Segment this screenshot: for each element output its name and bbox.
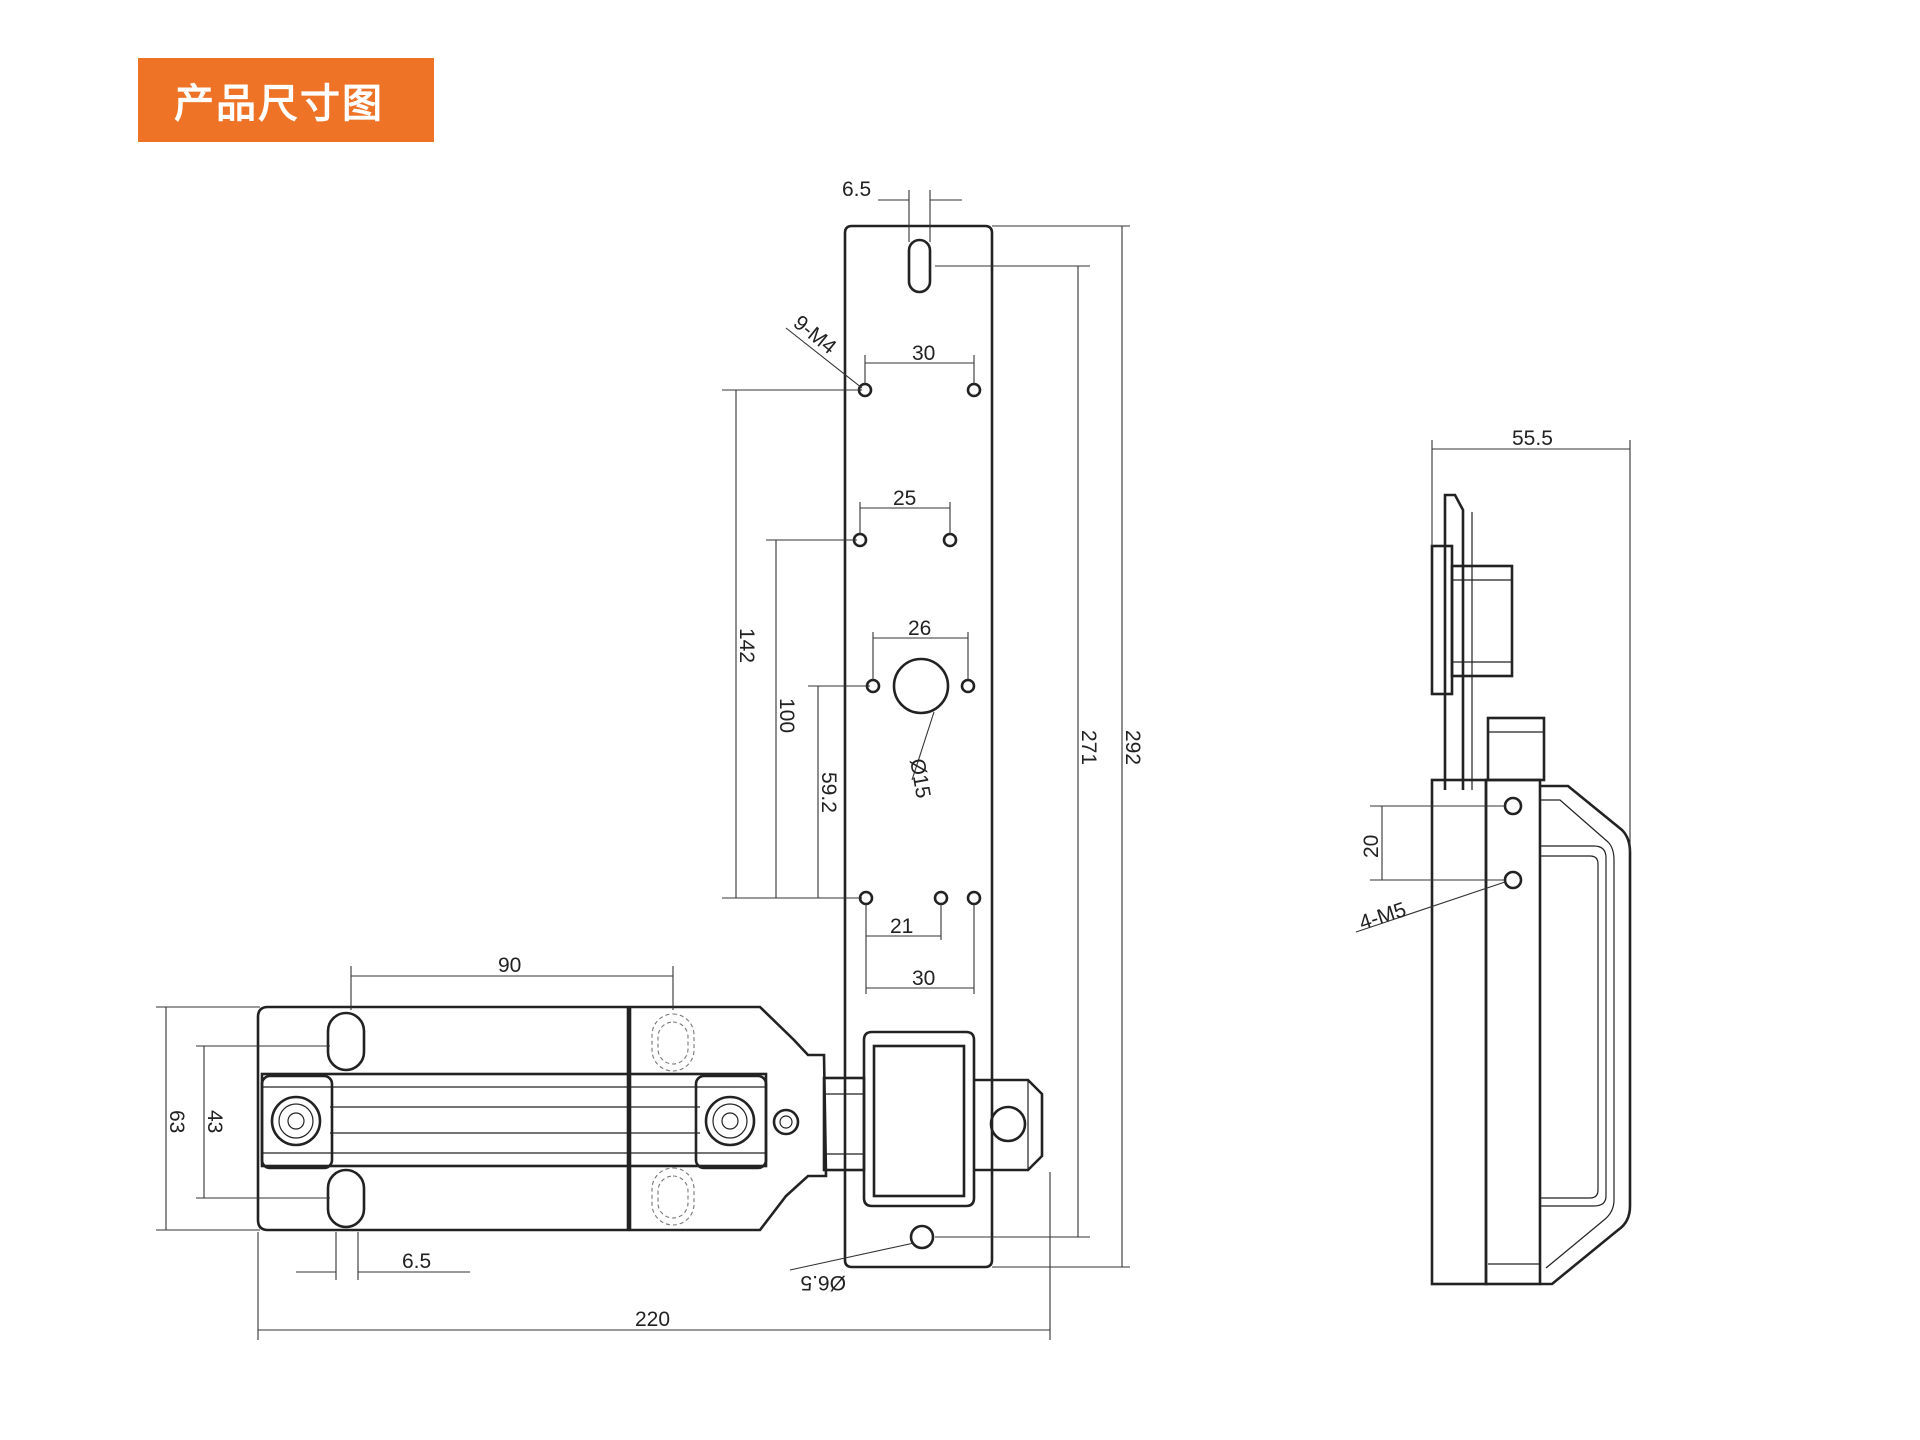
- dim-100: 100: [775, 698, 798, 733]
- dim-thread-holes: 9-M4: [789, 311, 841, 359]
- dimension-labels: 6.5 30 9-M4 25 26 142 100 59.2 Ø15 271 2…: [165, 178, 1553, 1331]
- dim-side-thread-holes: 4-M5: [1356, 898, 1409, 935]
- dim-bolt-slot-height: 43: [203, 1110, 226, 1133]
- dim-total-width: 220: [635, 1308, 670, 1331]
- dim-holes-spacing-mid: 25: [893, 487, 916, 510]
- vertical-plate: [843, 224, 994, 1269]
- dim-holes-spacing-top: 30: [912, 342, 935, 365]
- dim-bolt-slot-width: 6.5: [402, 1250, 431, 1273]
- dim-59-2: 59.2: [817, 772, 840, 813]
- dim-bolt-slot-spacing: 90: [498, 954, 521, 977]
- dim-inner-length: 271: [1077, 730, 1100, 765]
- dim-holes-spacing-center: 26: [908, 617, 931, 640]
- dim-holes-spacing-bottom-30: 30: [912, 967, 935, 990]
- dim-bolt-height: 63: [165, 1110, 188, 1133]
- bolt-assembly: [256, 1005, 1044, 1232]
- dim-top-slot-width: 6.5: [842, 178, 871, 201]
- dim-total-length: 292: [1121, 730, 1144, 765]
- dim-total-hole-span: 142: [735, 628, 758, 663]
- dim-bottom-hole-dia: Ø6.5: [800, 1271, 846, 1294]
- title-badge-bg: [138, 58, 434, 142]
- dim-side-hole-spacing: 20: [1360, 835, 1383, 858]
- dim-center-hole-dia: Ø15: [905, 757, 935, 800]
- dim-holes-spacing-bottom-21: 21: [890, 915, 913, 938]
- page-title: 产品尺寸图: [174, 81, 384, 127]
- side-view: [1430, 493, 1632, 1286]
- dim-side-depth: 55.5: [1512, 427, 1553, 450]
- dimension-lines: [156, 190, 1631, 1340]
